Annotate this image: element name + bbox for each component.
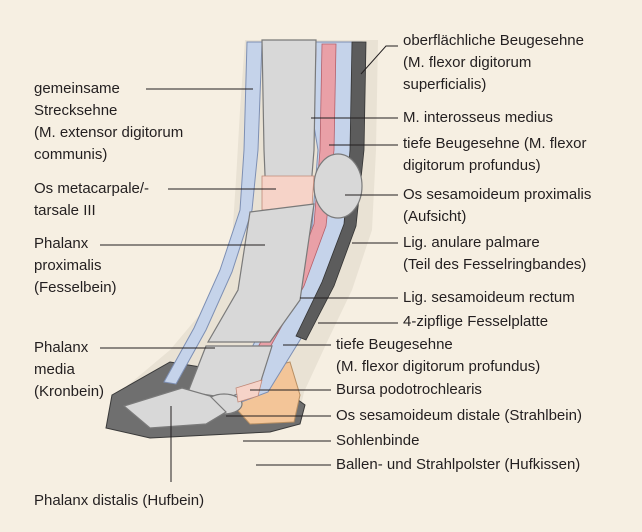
label-fesselplatte: 4-zipflige Fesselplatte	[403, 311, 548, 333]
label-tiefe-beugesehne-lower: tiefe Beugesehne (M. flexor digitorum pr…	[336, 334, 540, 378]
label-phalanx-media: Phalanx media (Kronbein)	[34, 337, 104, 403]
label-os-sesamoideum-distale: Os sesamoideum distale (Strahlbein)	[336, 405, 582, 427]
label-os-sesamoideum-proximalis: Os sesamoideum proximalis (Aufsicht)	[403, 184, 591, 228]
label-os-metacarpale: Os metacarpale/- tarsale III	[34, 178, 149, 222]
label-tiefe-beugesehne-upper: tiefe Beugesehne (M. flexor digitorum pr…	[403, 133, 586, 177]
label-m-interosseus-medius: M. interosseus medius	[403, 107, 553, 129]
label-gemeinsame-strecksehne: gemeinsame Strecksehne (M. extensor digi…	[34, 78, 183, 166]
label-ballen-strahlpolster: Ballen- und Strahlpolster (Hufkissen)	[336, 454, 580, 476]
proximal-sesamoid-bone	[314, 154, 362, 218]
label-phalanx-proximalis: Phalanx proximalis (Fesselbein)	[34, 233, 117, 299]
label-phalanx-distalis: Phalanx distalis (Hufbein)	[34, 490, 204, 512]
label-oberflaechliche-beugesehne: oberflächliche Beugesehne (M. flexor dig…	[403, 30, 584, 96]
label-sohlenbinde: Sohlenbinde	[336, 430, 419, 452]
label-lig-anulare-palmare: Lig. anulare palmare (Teil des Fesselrin…	[403, 232, 586, 276]
label-lig-sesamoideum-rectum: Lig. sesamoideum rectum	[403, 287, 575, 309]
label-bursa-podotrochlearis: Bursa podotrochlearis	[336, 379, 482, 401]
